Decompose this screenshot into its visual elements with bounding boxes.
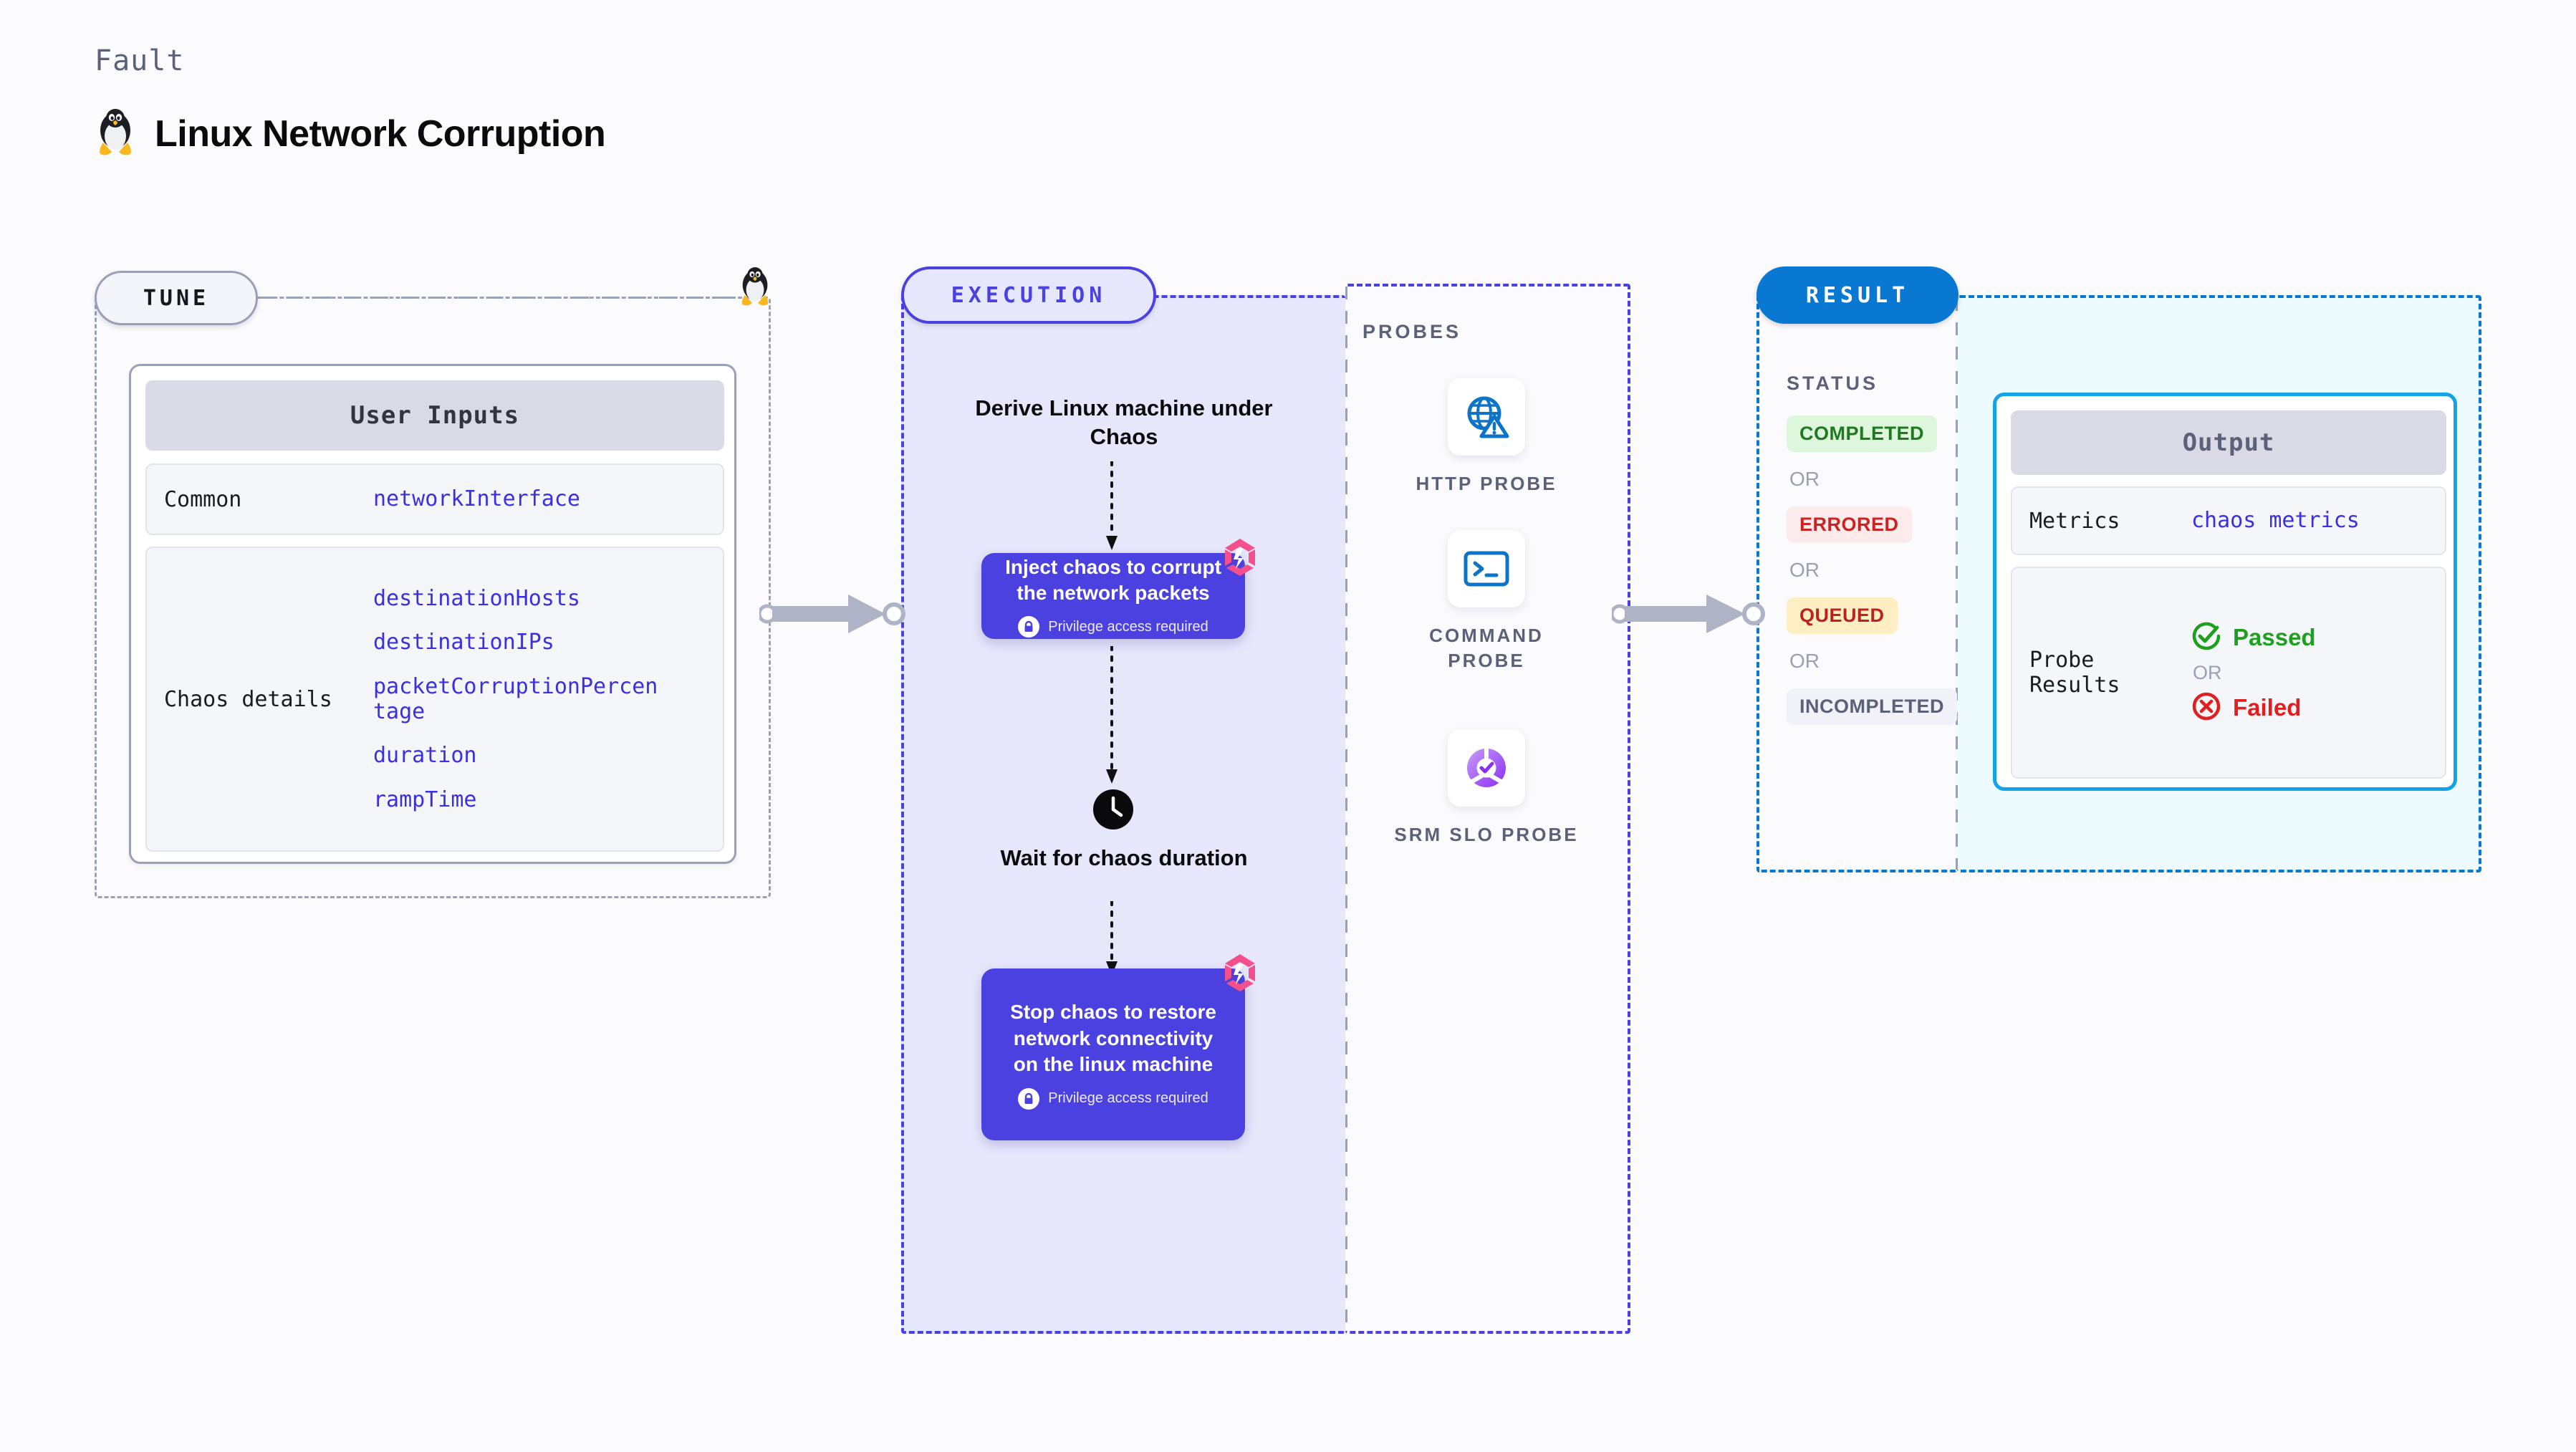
- tune-param-ramptime[interactable]: rampTime: [373, 787, 477, 812]
- status-or: OR: [1789, 559, 1820, 581]
- status-badge-errored: ERRORED: [1787, 506, 1912, 543]
- probes-panel: [1345, 284, 1630, 1334]
- status-or: OR: [1789, 650, 1820, 672]
- output-row-probe-results: Probe Results Passed OR: [2011, 567, 2446, 779]
- connector-tune-to-execution: [757, 589, 910, 643]
- probe-item-http[interactable]: HTTP PROBE: [1390, 378, 1583, 496]
- probe-item-command[interactable]: COMMAND PROBE: [1390, 530, 1583, 673]
- probe-label: COMMAND PROBE: [1429, 625, 1544, 672]
- clock-icon: [1093, 789, 1133, 833]
- slo-donut-check-icon: [1448, 729, 1525, 807]
- output-row-key: Metrics: [2029, 508, 2120, 534]
- privilege-text: Privilege access required: [1048, 1090, 1208, 1107]
- tune-tux-penguin-icon: [738, 266, 772, 313]
- privilege-note: Privilege access required: [1018, 616, 1208, 638]
- privilege-note: Privilege access required: [1018, 1087, 1208, 1110]
- tune-badge[interactable]: TUNE: [95, 271, 258, 325]
- tune-param-destinationips[interactable]: destinationIPs: [373, 630, 554, 655]
- tune-row-common: Common networkInterface: [145, 463, 724, 535]
- probe-result-passed: Passed: [2191, 621, 2316, 655]
- output-card: Output Metrics chaos metrics Probe Resul…: [1993, 393, 2457, 791]
- tune-card: User Inputs Common networkInterface Chao…: [129, 364, 736, 864]
- privilege-text: Privilege access required: [1048, 618, 1208, 635]
- probe-passed-label: Passed: [2233, 624, 2316, 650]
- tune-param-networkinterface[interactable]: networkInterface: [373, 486, 580, 512]
- execution-node-text: Inject chaos to corrupt the network pack…: [1005, 555, 1221, 604]
- page-header: Fault Linux Network Corruption: [95, 44, 606, 159]
- execution-node-stop-chaos[interactable]: Stop chaos to restore network connectivi…: [981, 954, 1255, 1140]
- status-badge-queued: QUEUED: [1787, 597, 1898, 634]
- status-badge-incompleted: INCOMPLETED: [1787, 688, 1958, 725]
- probe-label: SRM SLO PROBE: [1394, 824, 1579, 845]
- tune-dashed-connector: [258, 297, 752, 299]
- execution-badge[interactable]: EXECUTION: [901, 266, 1156, 324]
- tune-row-key: Common: [164, 486, 242, 512]
- execution-step-wait-title: Wait for chaos duration: [1000, 845, 1248, 870]
- output-row-key: Probe Results: [2029, 648, 2120, 698]
- tune-param-duration[interactable]: duration: [373, 743, 477, 769]
- execution-node-text: Stop chaos to restore network connectivi…: [1010, 1001, 1216, 1076]
- lock-icon: [1018, 616, 1040, 638]
- tune-param-packetcorruptionpercentage[interactable]: packetCorruptionPercentage: [373, 673, 658, 724]
- result-badge[interactable]: RESULT: [1756, 266, 1959, 324]
- tune-row-key: Chaos details: [164, 686, 332, 712]
- page-title-row: Linux Network Corruption: [95, 109, 606, 159]
- arrow-derive-to-inject: [1103, 460, 1120, 557]
- output-header: Output: [2011, 410, 2446, 475]
- execution-node-inject-chaos[interactable]: Inject chaos to corrupt the network pack…: [981, 539, 1255, 639]
- tune-row-chaos-details: Chaos details destinationHosts destinati…: [145, 547, 724, 852]
- result-status-panel: [1756, 295, 1957, 872]
- user-inputs-header: User Inputs: [145, 380, 724, 451]
- status-badge-completed: COMPLETED: [1787, 415, 1938, 452]
- connector-execution-to-result: [1610, 589, 1769, 643]
- litmus-logo-icon: [1219, 951, 1261, 996]
- result-divider: [1956, 298, 1958, 870]
- x-circle-icon: [2191, 691, 2221, 725]
- terminal-prompt-icon: [1448, 530, 1525, 607]
- probes-label: PROBES: [1363, 321, 1462, 342]
- probe-item-srm-slo[interactable]: SRM SLO PROBE: [1390, 729, 1583, 847]
- fault-kicker: Fault: [95, 44, 185, 77]
- lock-icon: [1018, 1087, 1040, 1110]
- arrow-inject-to-wait: [1103, 645, 1120, 790]
- output-row-metrics: Metrics chaos metrics: [2011, 486, 2446, 555]
- output-metrics-value[interactable]: chaos metrics: [2191, 508, 2360, 534]
- probes-divider: [1345, 287, 1347, 1331]
- page-title: Linux Network Corruption: [155, 113, 606, 155]
- status-label: STATUS: [1787, 372, 1878, 394]
- tune-param-destinationhosts[interactable]: destinationHosts: [373, 585, 580, 611]
- tux-penguin-icon: [95, 109, 136, 159]
- probe-result-or: OR: [2193, 661, 2222, 683]
- probe-label: HTTP PROBE: [1416, 473, 1557, 494]
- execution-step-derive-title: Derive Linux machine under Chaos: [975, 395, 1273, 449]
- check-circle-icon: [2191, 621, 2221, 655]
- probe-result-failed: Failed: [2191, 691, 2316, 725]
- globe-warning-icon: [1448, 378, 1525, 456]
- status-or: OR: [1789, 468, 1820, 490]
- status-list: COMPLETED OR ERRORED OR QUEUED OR INCOMP…: [1787, 415, 1958, 725]
- probe-failed-label: Failed: [2233, 694, 2302, 721]
- litmus-logo-icon: [1219, 536, 1261, 581]
